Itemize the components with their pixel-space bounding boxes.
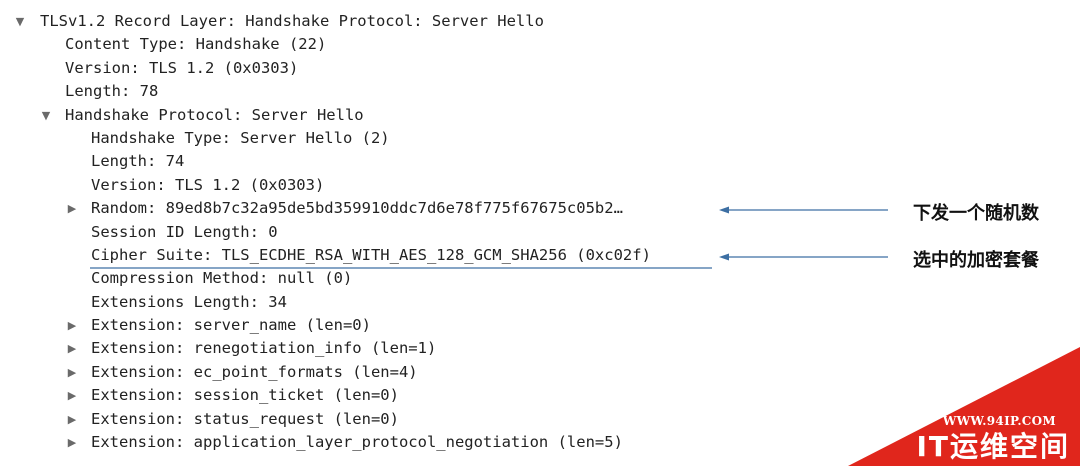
extensions-length-label: Extensions Length: 34 — [91, 292, 287, 311]
cipher-suite-label: Cipher Suite: TLS_ECDHE_RSA_WITH_AES_128… — [91, 245, 651, 264]
tree-row-extension[interactable]: Extension: application_layer_protocol_ne… — [0, 431, 760, 454]
handshake-length-label: Length: 74 — [91, 152, 185, 171]
tree-row-version[interactable]: Version: TLS 1.2 (0x0303) — [0, 57, 760, 80]
collapsed-triangle-icon[interactable] — [65, 361, 79, 384]
collapsed-triangle-icon[interactable] — [65, 337, 79, 360]
tree-row-extension[interactable]: Extension: ec_point_formats (len=4) — [0, 361, 760, 384]
tree-row-extension[interactable]: Extension: server_name (len=0) — [0, 314, 760, 337]
extension-label: Extension: server_name (len=0) — [91, 316, 371, 335]
session-id-length-label: Session ID Length: 0 — [91, 222, 278, 241]
handshake-type-label: Handshake Type: Server Hello (2) — [91, 128, 390, 147]
tree-row-content-type[interactable]: Content Type: Handshake (22) — [0, 33, 760, 56]
tree-row-handshake-type[interactable]: Handshake Type: Server Hello (2) — [0, 127, 760, 150]
collapsed-triangle-icon[interactable] — [65, 384, 79, 407]
tree-row-extension[interactable]: Extension: session_ticket (len=0) — [0, 384, 760, 407]
tree-row-extensions-length[interactable]: Extensions Length: 34 — [0, 291, 760, 314]
collapsed-triangle-icon[interactable] — [65, 197, 79, 220]
collapsed-triangle-icon[interactable] — [65, 408, 79, 431]
random-annotation: 下发一个随机数 — [913, 203, 1039, 224]
watermark-logo: IT运维空间 — [916, 430, 1070, 463]
version-label: Version: TLS 1.2 (0x0303) — [65, 58, 299, 77]
record-layer-label: TLSv1.2 Record Layer: Handshake Protocol… — [40, 12, 544, 30]
tree-row-compression-method[interactable]: Compression Method: null (0) — [0, 267, 760, 290]
extension-label: Extension: renegotiation_info (len=1) — [91, 339, 437, 358]
tree-row-handshake-protocol[interactable]: Handshake Protocol: Server Hello — [0, 104, 760, 127]
expanded-triangle-icon[interactable] — [13, 10, 27, 33]
tree-row-extension[interactable]: Extension: status_request (len=0) — [0, 408, 760, 431]
watermark-url: WWW.94IP.COM — [942, 414, 1056, 428]
random-label: Random: 89ed8b7c32a95de5bd359910ddc7d6e7… — [91, 199, 623, 218]
tree-row-random[interactable]: Random: 89ed8b7c32a95de5bd359910ddc7d6e7… — [0, 197, 760, 220]
compression-method-label: Compression Method: null (0) — [91, 269, 353, 288]
tree-row-record-layer[interactable]: TLSv1.2 Record Layer: Handshake Protocol… — [0, 10, 760, 33]
tree-row-session-id-length[interactable]: Session ID Length: 0 — [0, 221, 760, 244]
cipher-annotation: 选中的加密套餐 — [913, 250, 1039, 271]
extension-label: Extension: session_ticket (len=0) — [91, 386, 399, 405]
expanded-triangle-icon[interactable] — [39, 104, 53, 127]
tree-row-handshake-version[interactable]: Version: TLS 1.2 (0x0303) — [0, 174, 760, 197]
collapsed-triangle-icon[interactable] — [65, 431, 79, 454]
collapsed-triangle-icon[interactable] — [65, 314, 79, 337]
handshake-protocol-label: Handshake Protocol: Server Hello — [65, 105, 364, 124]
packet-details-tree: TLSv1.2 Record Layer: Handshake Protocol… — [0, 10, 760, 454]
tree-row-extension[interactable]: Extension: renegotiation_info (len=1) — [0, 337, 760, 360]
extension-label: Extension: ec_point_formats (len=4) — [91, 362, 418, 381]
tree-row-handshake-length[interactable]: Length: 74 — [0, 150, 760, 173]
extension-label: Extension: status_request (len=0) — [91, 409, 399, 428]
length-label: Length: 78 — [65, 82, 159, 101]
extension-label: Extension: application_layer_protocol_ne… — [91, 433, 623, 452]
tree-row-cipher-suite[interactable]: Cipher Suite: TLS_ECDHE_RSA_WITH_AES_128… — [0, 244, 760, 267]
handshake-version-label: Version: TLS 1.2 (0x0303) — [91, 175, 325, 194]
content-type-label: Content Type: Handshake (22) — [65, 35, 327, 54]
tree-row-length[interactable]: Length: 78 — [0, 80, 760, 103]
